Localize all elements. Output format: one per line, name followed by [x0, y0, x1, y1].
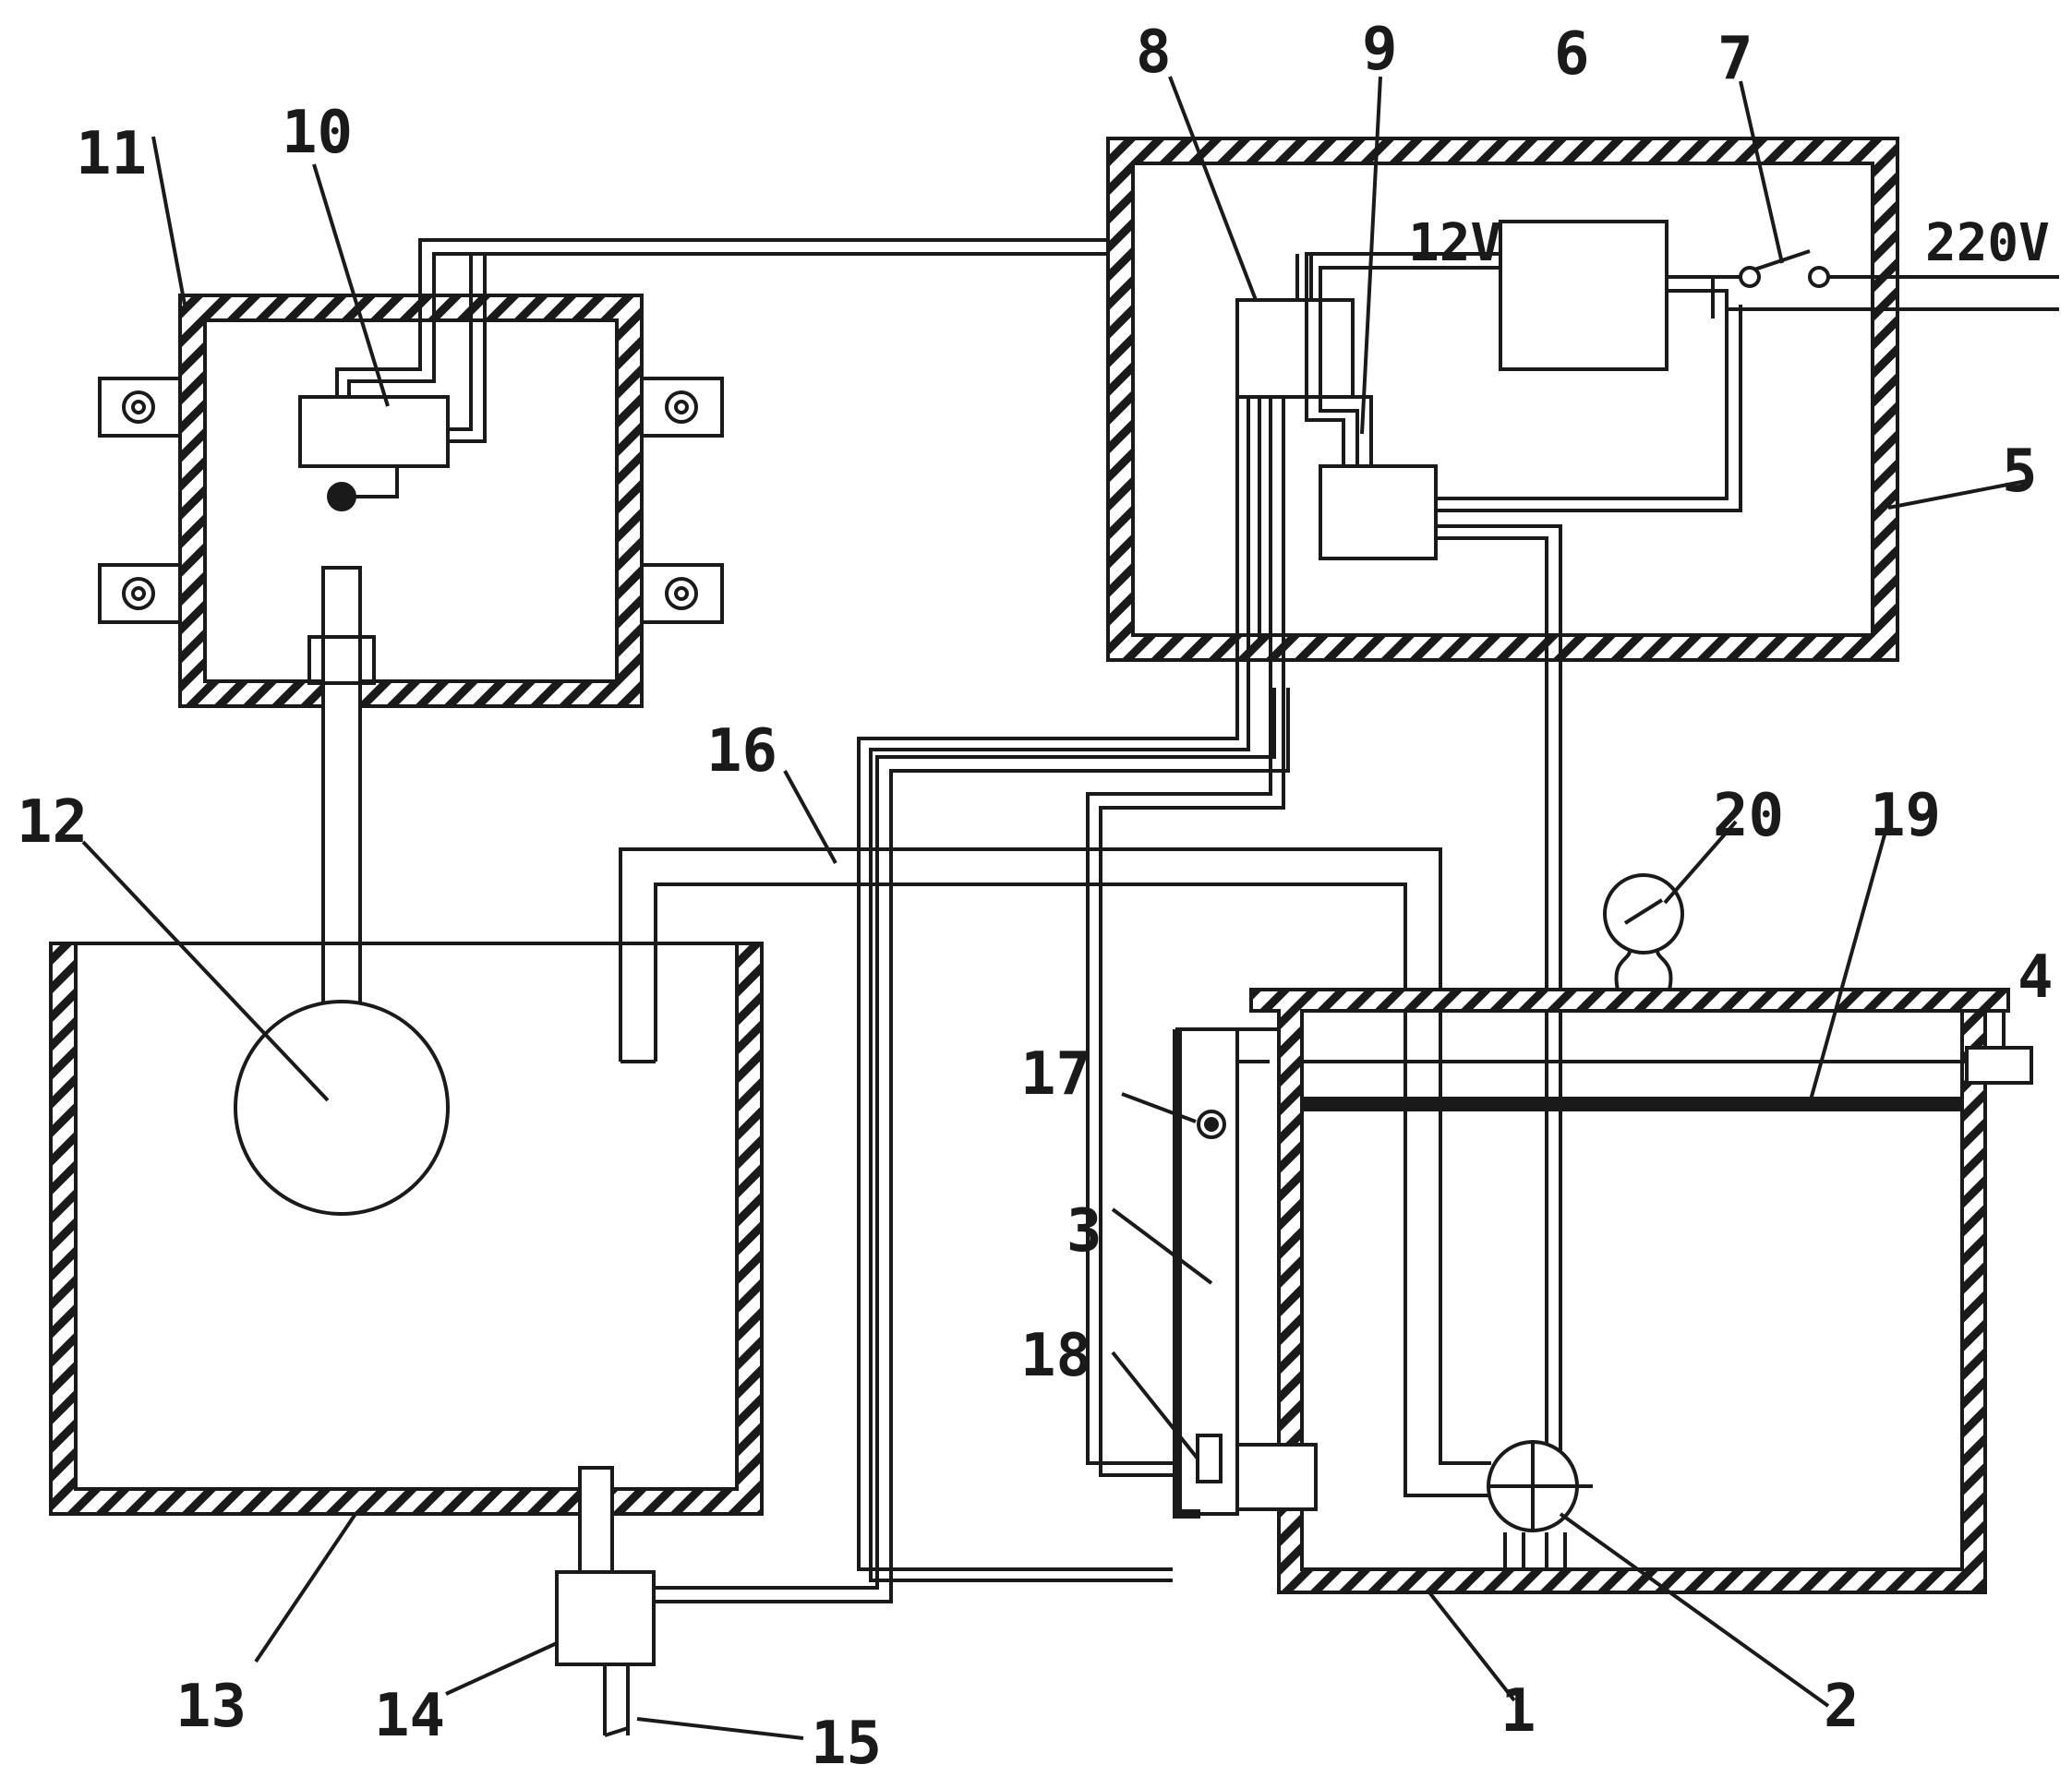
module-9 — [1305, 252, 1742, 1468]
float-12 — [234, 566, 450, 1216]
label-16: 16 — [706, 717, 777, 786]
tank-1 — [1249, 988, 2010, 1594]
component-10 — [298, 238, 1108, 511]
labels: 11 10 8 9 6 7 12V 220V 5 12 16 20 19 4 1… — [17, 16, 2054, 1777]
label-20: 20 — [1713, 782, 1784, 850]
label-9: 9 — [1362, 16, 1398, 84]
label-220v: 220V — [1925, 213, 2050, 273]
valve-14 — [555, 688, 1290, 1737]
label-10: 10 — [282, 99, 353, 167]
transformer-6 — [1440, 220, 1729, 371]
sensor-wires — [857, 646, 1285, 1582]
latch-4 — [1965, 1011, 2033, 1085]
label-18: 18 — [1020, 1322, 1091, 1390]
label-17: 17 — [1020, 1040, 1091, 1109]
label-15: 15 — [811, 1710, 882, 1777]
label-14: 14 — [374, 1682, 445, 1750]
tank-13 — [49, 942, 764, 1516]
label-19: 19 — [1870, 782, 1941, 850]
label-2: 2 — [1824, 1673, 1860, 1741]
label-8: 8 — [1136, 18, 1172, 87]
label-1: 1 — [1500, 1677, 1536, 1746]
control-box-5 — [1106, 137, 1899, 662]
label-11: 11 — [76, 120, 147, 188]
label-12: 12 — [17, 788, 88, 857]
pipe-16 — [619, 847, 1491, 1497]
leader-lines — [81, 76, 2032, 1740]
label-7: 7 — [1717, 25, 1753, 93]
label-3: 3 — [1066, 1197, 1102, 1266]
label-12v: 12V — [1408, 213, 1501, 273]
enclosure-11 — [98, 294, 724, 708]
pump-2 — [1487, 1440, 1593, 1569]
module-8 — [1235, 254, 1355, 646]
side-tube-3 — [1173, 1027, 1318, 1523]
label-4: 4 — [2018, 943, 2054, 1012]
label-6: 6 — [1554, 20, 1590, 89]
label-5: 5 — [2002, 438, 2038, 506]
switch-7 — [1711, 249, 2059, 318]
label-13: 13 — [175, 1673, 247, 1741]
handle-20 — [1603, 873, 1684, 991]
